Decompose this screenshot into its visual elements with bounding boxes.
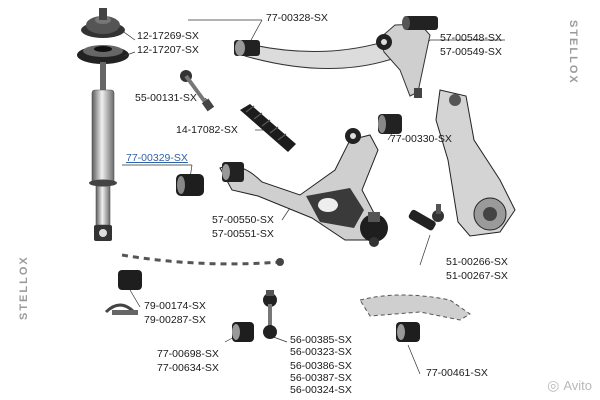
label-ball-joint-upper-a[interactable]: 57-00548-SX (440, 32, 502, 44)
upper-arm-bushing (378, 114, 402, 134)
strut-mount (81, 8, 125, 38)
label-stab-bushing-b[interactable]: 79-00287-SX (144, 314, 206, 326)
label-link-a[interactable]: 56-00385-SX (290, 334, 352, 346)
label-boot[interactable]: 14-17082-SX (176, 124, 238, 136)
label-bushing-lower-arm[interactable]: 77-00329-SX (126, 152, 188, 164)
label-strut-mount-b[interactable]: 12-17207-SX (137, 44, 199, 56)
label-tie-rod[interactable]: 55-00131-SX (135, 92, 197, 104)
label-stab-bushing-a[interactable]: 79-00174-SX (144, 300, 206, 312)
strut-rod (359, 294, 471, 342)
label-bushing-upper-arm[interactable]: 77-00330-SX (390, 133, 452, 145)
lower-control-arm (219, 128, 379, 241)
label-link-d[interactable]: 56-00387-SX (290, 372, 352, 384)
watermark-text: Avito (563, 378, 592, 393)
eye-icon: ◎ (547, 377, 560, 393)
strut-bearing (77, 45, 129, 64)
watermark: ◎ Avito (547, 377, 592, 394)
steering-boot (240, 104, 296, 152)
label-link-e[interactable]: 56-00324-SX (290, 384, 352, 396)
label-ball-joint-lower-a[interactable]: 57-00550-SX (212, 214, 274, 226)
label-ball-joint-lower-b[interactable]: 57-00551-SX (212, 228, 274, 240)
steering-knuckle (435, 89, 516, 237)
label-bushing-rear-a[interactable]: 77-00698-SX (157, 348, 219, 360)
upper-control-arm (234, 16, 438, 98)
rear-arm-bushing (232, 322, 254, 342)
label-link-c[interactable]: 56-00386-SX (290, 360, 352, 372)
tie-rod (180, 70, 215, 112)
stabilizer-bar (121, 253, 284, 266)
tie-rod-end (408, 204, 444, 231)
label-tie-rod-end-b[interactable]: 51-00267-SX (446, 270, 508, 282)
stabilizer-bushing (104, 270, 142, 315)
label-link-b[interactable]: 56-00323-SX (290, 346, 352, 358)
label-ball-joint-upper-b[interactable]: 57-00549-SX (440, 46, 502, 58)
label-upper-arm[interactable]: 77-00328-SX (266, 12, 328, 24)
lower-arm-bushing (176, 174, 204, 196)
lower-ball-joint (360, 212, 388, 247)
brand-left: STELLOX (18, 255, 30, 320)
brand-right: STELLOX (567, 20, 579, 85)
label-bushing-rear-b[interactable]: 77-00634-SX (157, 362, 219, 374)
label-tie-rod-end-a[interactable]: 51-00266-SX (446, 256, 508, 268)
shock-absorber (89, 62, 117, 241)
label-strut-mount-a[interactable]: 12-17269-SX (137, 30, 199, 42)
label-bushing-rod[interactable]: 77-00461-SX (426, 367, 488, 379)
stabilizer-link (263, 290, 277, 339)
